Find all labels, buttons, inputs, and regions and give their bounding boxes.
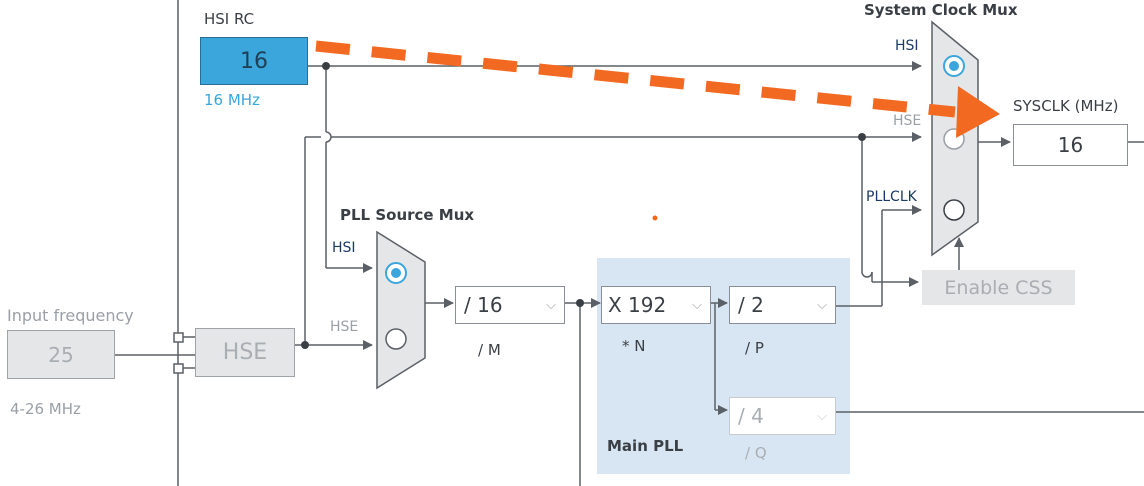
radio-selected-icon	[385, 262, 407, 284]
divider-p-value: / 2	[738, 293, 764, 317]
sysmux-hse-radio[interactable]	[944, 129, 966, 151]
pllmux-hsi-label: HSI	[332, 240, 356, 256]
input-frequency-label: Input frequency	[7, 306, 134, 325]
pll-source-mux-title: PLL Source Mux	[340, 206, 475, 224]
sysclk-title: SYSCLK (MHz)	[1013, 97, 1119, 115]
divider-q-dropdown[interactable]: / 4 ⌵	[729, 397, 836, 435]
radio-selected-icon	[943, 55, 965, 77]
chevron-down-icon: ⌵	[817, 408, 827, 424]
system-clock-mux-title: System Clock Mux	[864, 1, 1018, 19]
pllmux-hsi-radio[interactable]	[386, 263, 408, 285]
sysclk-value-box[interactable]: 16	[1013, 124, 1128, 166]
multiplier-n-dropdown[interactable]: X 192 ⌵	[601, 286, 711, 324]
multiplier-n-value: X 192	[608, 293, 667, 317]
annotation-arrowhead	[956, 86, 1000, 138]
pll-source-mux-shape	[376, 230, 426, 390]
divider-m-dropdown[interactable]: / 16 ⌵	[455, 286, 565, 324]
pllmux-hse-label: HSE	[330, 319, 359, 335]
sysmux-pllclk-label: PLLCLK	[866, 189, 917, 205]
pllmux-hse-radio[interactable]	[386, 329, 408, 351]
enable-css-button[interactable]: Enable CSS	[922, 270, 1075, 305]
chevron-down-icon: ⌵	[546, 297, 556, 313]
hsi-rc-freq: 16 MHz	[204, 91, 260, 109]
divider-p-dropdown[interactable]: / 2 ⌵	[729, 286, 836, 324]
divider-m-label: / M	[478, 341, 501, 359]
radio-empty-icon	[385, 328, 407, 350]
multiplier-n-label: * N	[622, 337, 646, 355]
sysmux-hsi-label: HSI	[895, 38, 919, 54]
divider-q-value: / 4	[738, 404, 764, 428]
divider-m-value: / 16	[464, 293, 503, 317]
sysmux-pllclk-radio[interactable]	[944, 200, 966, 222]
hse-box[interactable]: HSE	[195, 328, 295, 377]
radio-empty-icon	[943, 199, 965, 221]
input-frequency-range: 4-26 MHz	[10, 400, 81, 418]
sysmux-hse-label: HSE	[893, 113, 922, 129]
hsi-rc-title: HSI RC	[204, 10, 255, 28]
sysmux-hsi-radio[interactable]	[944, 56, 966, 78]
divider-q-label: / Q	[745, 444, 767, 462]
annotation-arrow-line	[315, 40, 956, 118]
divider-p-label: / P	[745, 339, 764, 357]
chevron-down-icon: ⌵	[692, 297, 702, 313]
input-frequency-box[interactable]: 25	[7, 330, 115, 379]
chevron-down-icon: ⌵	[817, 297, 827, 313]
hsi-rc-value-box[interactable]: 16	[200, 37, 308, 85]
main-pll-label: Main PLL	[607, 437, 684, 455]
